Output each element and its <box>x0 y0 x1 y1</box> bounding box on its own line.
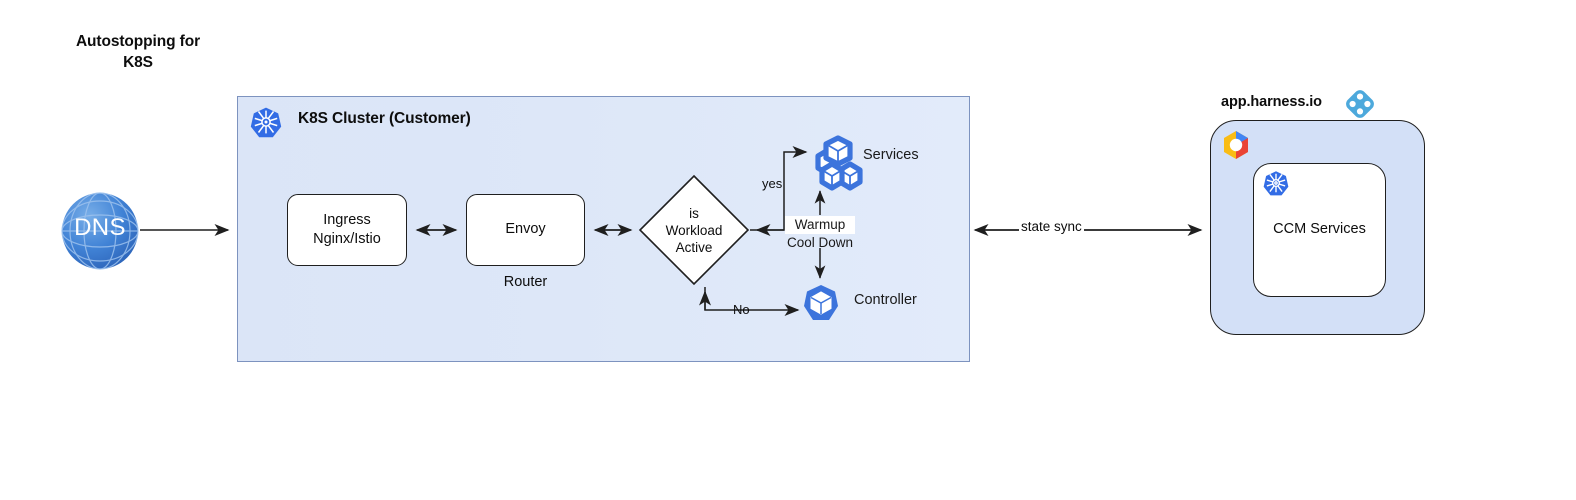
dns-label: DNS <box>74 214 126 241</box>
services-label: Services <box>863 147 919 163</box>
warmup-cooldown-label: Warmup Cool Down <box>785 216 855 251</box>
edge-label-state-sync: state sync <box>1019 219 1084 234</box>
edge-label-warmup: Warmup <box>785 216 855 234</box>
edge-label-yes: yes <box>762 176 783 191</box>
controller-label: Controller <box>854 292 917 308</box>
decision-line2: Workload <box>665 222 723 238</box>
google-cloud-icon <box>1224 131 1248 159</box>
page-title-line2: K8S <box>123 53 153 71</box>
harness-domain-label: app.harness.io <box>1221 94 1322 110</box>
router-label: Router <box>503 274 548 290</box>
decision-label: is Workload Active <box>640 176 748 284</box>
harness-diamond-icon <box>1346 90 1374 118</box>
pods-icon <box>815 135 863 191</box>
cluster-title: K8S Cluster (Customer) <box>298 110 471 127</box>
page-title: Autostopping for K8S <box>28 32 248 74</box>
pod-icon <box>804 285 838 320</box>
dns-globe-icon <box>61 192 139 270</box>
kubernetes-icon <box>1263 171 1289 196</box>
envoy-label: Envoy <box>505 221 546 238</box>
kubernetes-icon <box>250 107 282 138</box>
ingress-node: Ingress Nginx/Istio <box>287 194 407 266</box>
decision-line3: Active <box>675 239 713 255</box>
ingress-label-line1: Ingress <box>323 211 371 228</box>
decision-diamond <box>638 174 750 286</box>
decision-line1: is <box>689 205 699 221</box>
ccm-services-label: CCM Services <box>1273 221 1366 237</box>
edge-label-cooldown: Cool Down <box>786 234 854 250</box>
ingress-label-line2: Nginx/Istio <box>313 231 381 247</box>
page-title-line1: Autostopping for <box>75 33 201 50</box>
envoy-node: Envoy <box>466 194 585 266</box>
edge-label-no: No <box>733 302 750 317</box>
